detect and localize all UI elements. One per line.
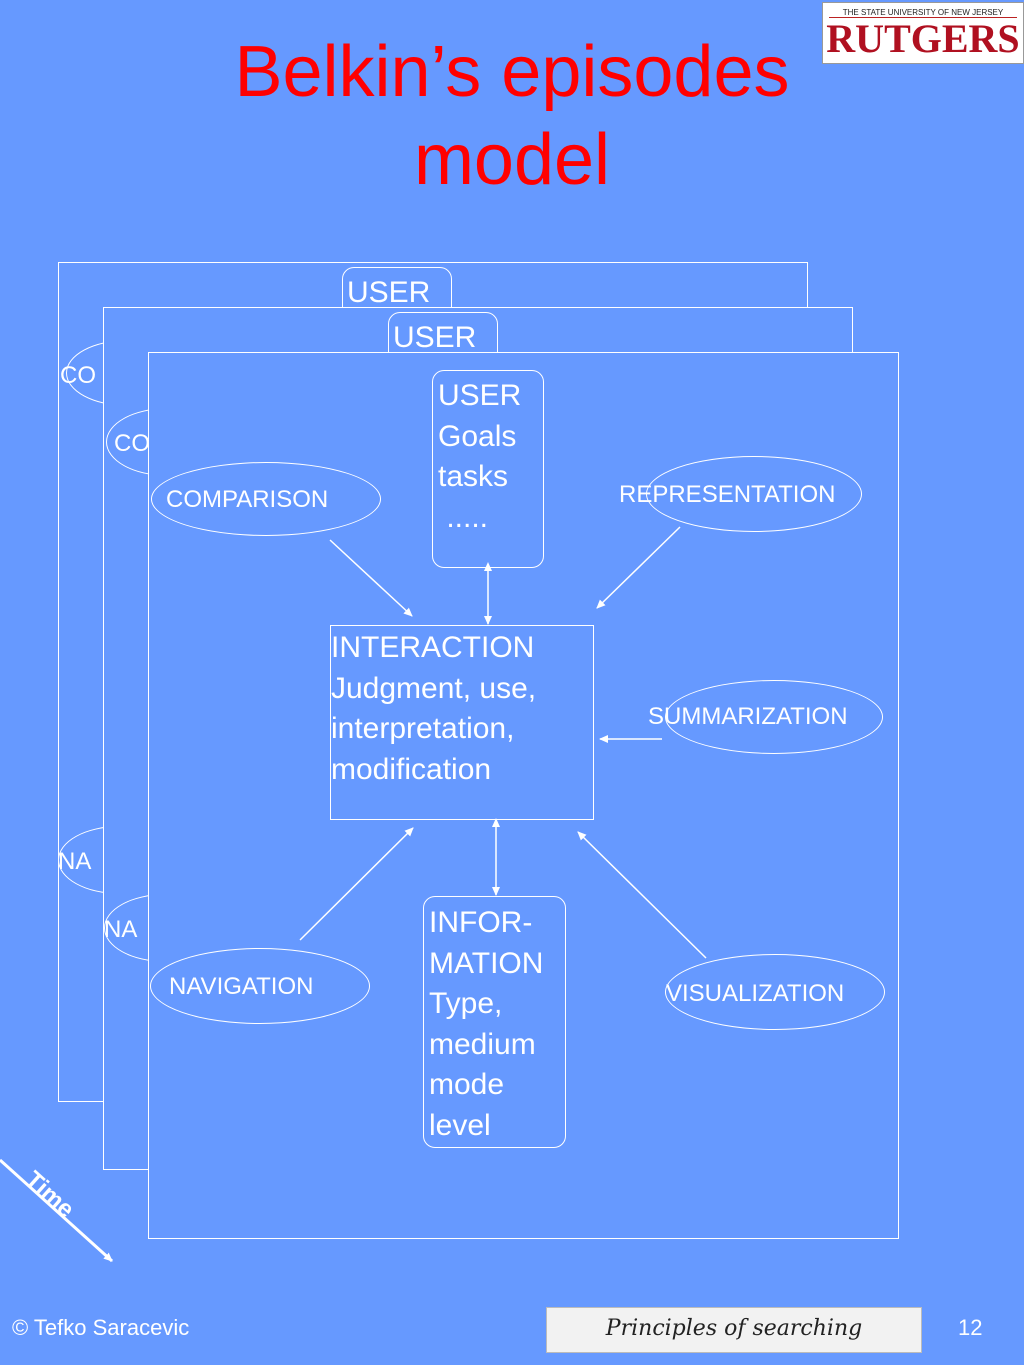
logo-subtitle: THE STATE UNIVERSITY OF NEW JERSEY [829, 8, 1017, 18]
user-box-line: USER [438, 379, 522, 412]
information-box-text: INFOR- MATION Type, medium mode level [429, 903, 543, 1146]
visualization-oval [665, 954, 885, 1030]
comparison-oval [151, 462, 381, 536]
comparison-label-back-2: CO [114, 430, 150, 457]
page-number: 12 [958, 1315, 983, 1340]
visualization-label: VISUALIZATION [666, 980, 845, 1007]
user-box-line: Goals [438, 419, 517, 453]
interaction-line: Judgment, use, [331, 671, 537, 705]
comparison-label: COMPARISON [166, 486, 329, 513]
arrow-comparison-to-interaction [329, 539, 413, 617]
navigation-label-back-2: NA [104, 916, 138, 943]
information-line: medium [429, 1027, 536, 1061]
information-line: MATION [429, 946, 544, 980]
interaction-box-text: INTERACTION Judgment, use, interpretatio… [331, 628, 536, 790]
user-box-text: USER Goals tasks ..... [438, 376, 521, 538]
rutgers-logo: THE STATE UNIVERSITY OF NEW JERSEY RUTGE… [822, 2, 1024, 64]
arrow-navigation-to-interaction [299, 827, 414, 941]
representation-label: REPRESENTATION [619, 481, 836, 508]
summarization-label: SUMMARIZATION [648, 703, 848, 730]
user-box [432, 370, 544, 568]
title-line-2: model [413, 120, 611, 200]
book-title-banner: Principles of searching [546, 1307, 922, 1353]
book-title-text: Principles of searching [605, 1316, 863, 1341]
copyright-text: © Tefko Saracevic [12, 1315, 190, 1340]
user-label-back-1: USER [347, 276, 431, 309]
navigation-oval [150, 948, 370, 1024]
information-box [423, 896, 566, 1148]
information-line: level [429, 1108, 491, 1142]
arrow-visualization-to-interaction [577, 831, 707, 959]
arrow-representation-to-interaction [596, 526, 681, 609]
navigation-label-back-1: NA [58, 848, 92, 875]
title-line-1: Belkin’s episodes [234, 32, 790, 112]
interaction-line: modification [331, 752, 492, 786]
comparison-label-back-1: CO [60, 362, 96, 389]
summarization-oval [665, 680, 883, 754]
interaction-line: INTERACTION [331, 631, 535, 664]
logo-wordmark: RUTGERS [826, 16, 1020, 61]
information-line: INFOR- [429, 906, 533, 939]
information-line: mode [429, 1068, 505, 1101]
representation-oval [646, 456, 862, 532]
time-arrow [0, 1158, 114, 1263]
interaction-line: interpretation, [331, 712, 515, 745]
slide-title: Belkin’s episodes model [0, 28, 1024, 204]
user-box-line: ..... [438, 500, 489, 534]
user-box-line: tasks [438, 460, 509, 493]
navigation-label: NAVIGATION [169, 973, 314, 1000]
interaction-box [330, 625, 594, 820]
user-label-back-2: USER [393, 321, 477, 354]
information-line: Type, [429, 987, 503, 1020]
